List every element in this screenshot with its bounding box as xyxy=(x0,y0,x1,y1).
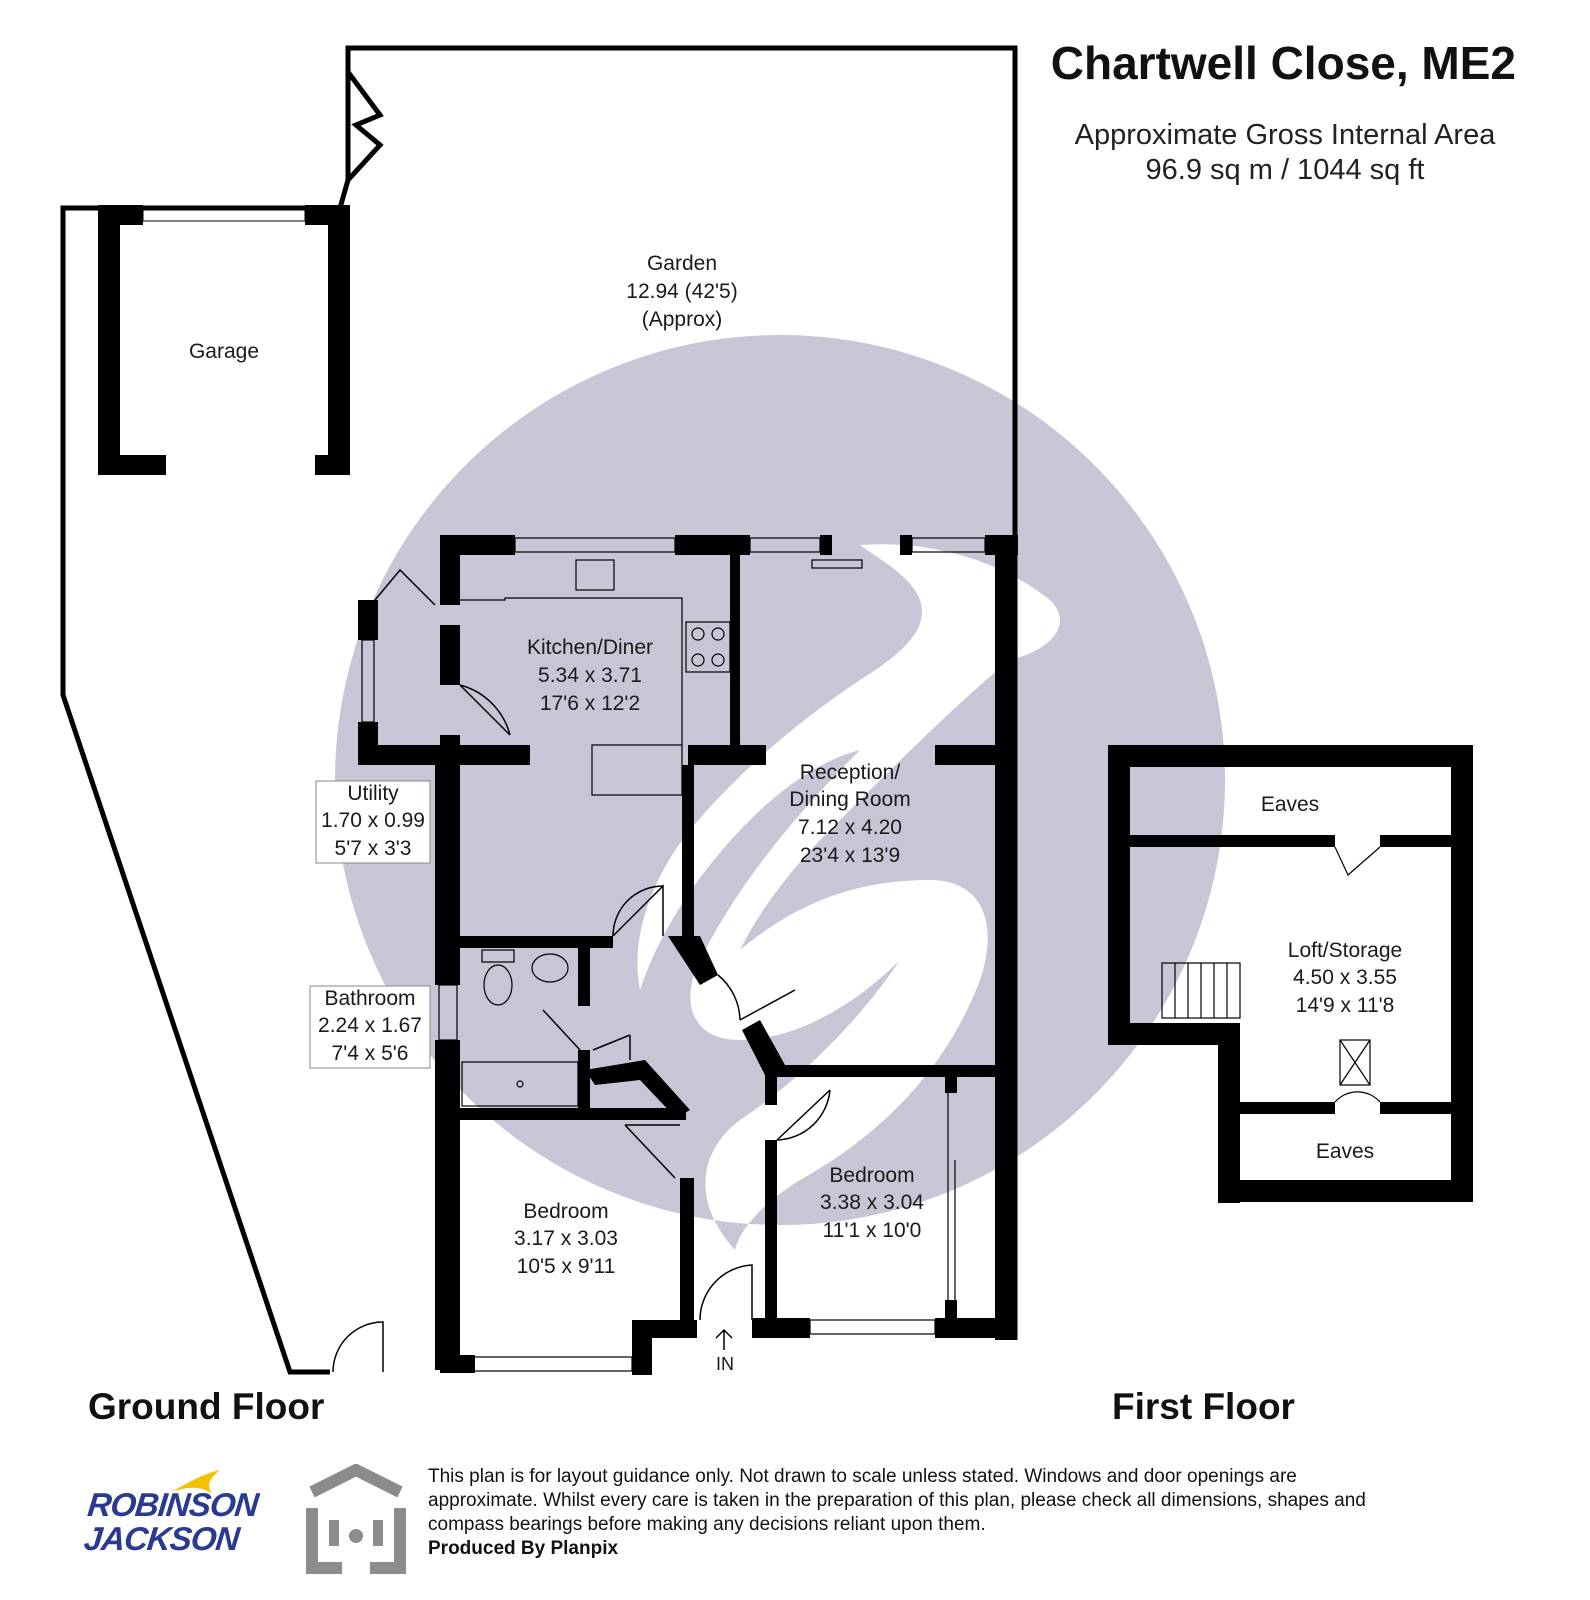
area-caption: Approximate Gross Internal Area xyxy=(1074,119,1496,151)
kitchen-name: Kitchen/Diner xyxy=(527,636,653,659)
brand-line1: ROBINSON xyxy=(85,1486,260,1523)
loft-dimensions-imperial: 14'9 x 11'8 xyxy=(1296,994,1395,1017)
ground-floor-walls xyxy=(358,535,1018,1375)
first-floor-walls xyxy=(1108,745,1473,1203)
producer-credit: Produced By Planpix xyxy=(428,1538,619,1559)
eaves-top-name: Eaves xyxy=(1261,793,1319,816)
bathroom-name: Bathroom xyxy=(324,987,415,1010)
utility-name: Utility xyxy=(347,782,399,805)
gross-internal-area: Approximate Gross Internal Area 96.9 sq … xyxy=(1060,118,1510,188)
utility-dimensions-imperial: 5'7 x 3'3 xyxy=(335,837,412,860)
area-value: 96.9 sq m / 1044 sq ft xyxy=(1145,154,1425,186)
loft-name: Loft/Storage xyxy=(1288,939,1402,962)
disclaimer-text: This plan is for layout guidance only. N… xyxy=(428,1466,1366,1535)
entrance-label: IN xyxy=(716,1354,734,1374)
garden-dimensions: 12.94 (42'5) xyxy=(626,280,737,303)
garage-walls xyxy=(98,205,350,475)
ground-floor-labels: Garden 12.94 (42'5) (Approx) Garage Kitc… xyxy=(189,252,924,1374)
planpix-house-icon xyxy=(306,1464,406,1574)
fixtures xyxy=(460,559,863,1107)
bathroom-dimensions-metric: 2.24 x 1.67 xyxy=(318,1014,422,1037)
first-floor-details xyxy=(1161,846,1381,1103)
bathroom-dimensions-imperial: 7'4 x 5'6 xyxy=(332,1042,409,1065)
doors xyxy=(332,568,831,1373)
kitchen-dimensions-metric: 5.34 x 3.71 xyxy=(538,664,642,687)
first-floor-label: First Floor xyxy=(1112,1386,1295,1427)
kitchen-sink-icon xyxy=(575,559,615,591)
bedroom-left-dimensions-imperial: 10'5 x 9'11 xyxy=(517,1255,616,1278)
kitchen-dimensions-imperial: 17'6 x 12'2 xyxy=(540,692,640,715)
reception-dimensions-imperial: 23'4 x 13'9 xyxy=(800,844,900,867)
entrance-arrow-icon xyxy=(715,1328,733,1350)
bedroom-left-dimensions-metric: 3.17 x 3.03 xyxy=(514,1227,618,1250)
bedroom-left-name: Bedroom xyxy=(523,1200,608,1223)
bedroom-right-dimensions-metric: 3.38 x 3.04 xyxy=(820,1191,924,1214)
bedroom-right-name: Bedroom xyxy=(829,1164,914,1187)
first-floor-labels: Eaves Loft/Storage 4.50 x 3.55 14'9 x 11… xyxy=(1261,793,1402,1163)
loft-dimensions-metric: 4.50 x 3.55 xyxy=(1293,966,1397,989)
skylight-icon xyxy=(1339,1039,1371,1086)
garden-note: (Approx) xyxy=(642,308,723,331)
toilet-icon xyxy=(483,964,513,1006)
disclaimer: This plan is for layout guidance only. N… xyxy=(428,1465,1388,1561)
ground-floor-label: Ground Floor xyxy=(88,1386,325,1427)
brand-bird-icon xyxy=(170,1470,220,1494)
garden-name: Garden xyxy=(647,252,717,275)
brand-logo: ROBINSON JACKSON xyxy=(82,1486,260,1557)
shower-tray-icon xyxy=(461,1061,579,1107)
reception-name-line2: Dining Room xyxy=(789,788,910,811)
utility-dimensions-metric: 1.70 x 0.99 xyxy=(321,809,425,832)
hob-icon xyxy=(685,621,731,673)
bedroom-right-dimensions-imperial: 11'1 x 10'0 xyxy=(823,1219,922,1242)
property-title: Chartwell Close, ME2 xyxy=(1050,37,1516,89)
brand-line2: JACKSON xyxy=(82,1520,241,1557)
garage-name: Garage xyxy=(189,340,259,363)
eaves-bottom-name: Eaves xyxy=(1316,1140,1374,1163)
reception-dimensions-metric: 7.12 x 4.20 xyxy=(798,816,902,839)
windows xyxy=(361,537,986,1372)
basin-icon xyxy=(531,953,569,983)
reception-name-line1: Reception/ xyxy=(800,761,901,784)
